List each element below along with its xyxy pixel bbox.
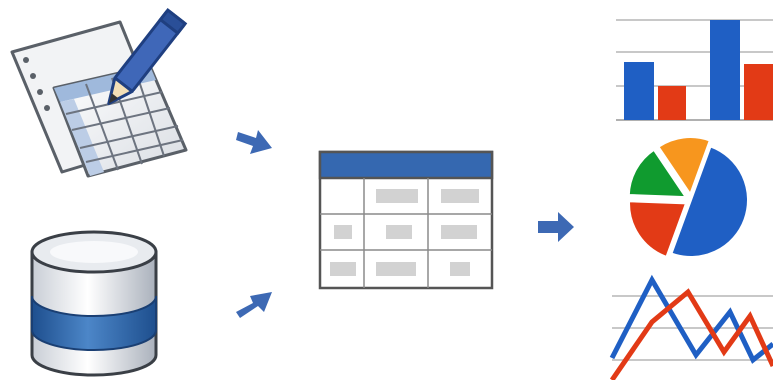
spreadsheet-pencil-icon [12, 10, 186, 176]
data-table-icon [320, 152, 492, 288]
bar-chart-icon [616, 20, 773, 120]
arrow-database-to-table [236, 292, 272, 318]
arrow-table-to-charts [538, 212, 574, 242]
line-chart-icon [612, 280, 773, 380]
arrow-spreadsheet-to-table [236, 130, 272, 154]
pie-chart-icon [629, 137, 748, 257]
database-cylinder-icon [32, 232, 156, 375]
